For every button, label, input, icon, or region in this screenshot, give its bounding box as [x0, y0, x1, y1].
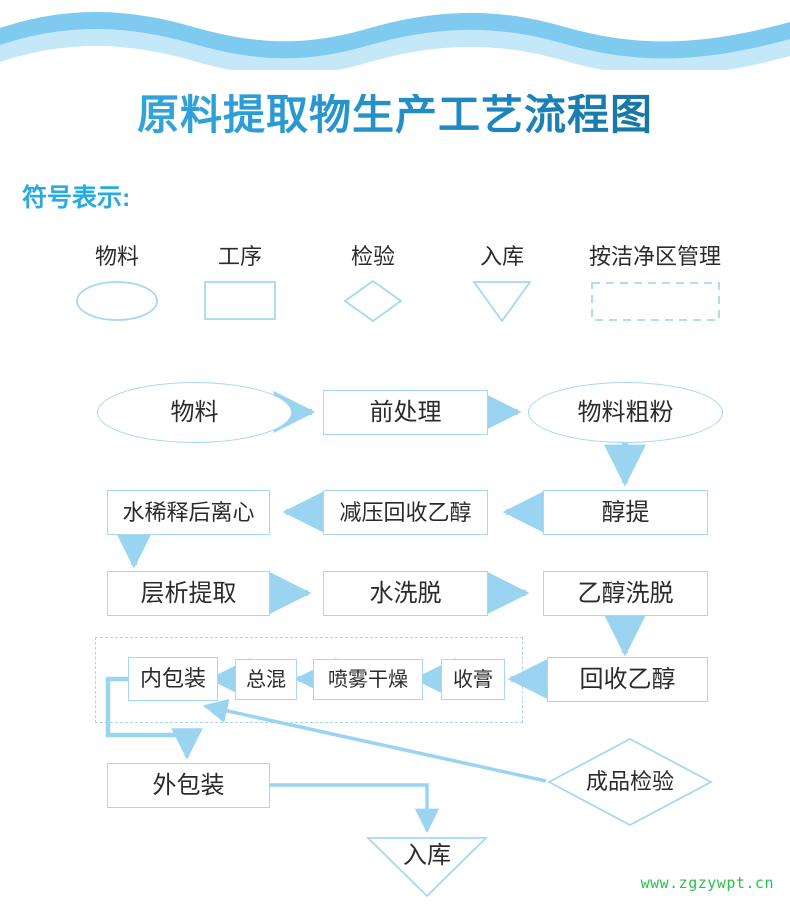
rectangle-icon: [185, 279, 295, 323]
node-neibaozhuang[interactable]: 内包装: [128, 657, 218, 701]
node-label: 水洗脱: [369, 579, 442, 607]
node-chunti[interactable]: 醇提: [543, 490, 708, 535]
node-waibaozhuang[interactable]: 外包装: [107, 763, 270, 808]
node-label: 减压回收乙醇: [339, 499, 472, 525]
triangle-shape: [366, 837, 488, 898]
legend-label-cleanzone: 按洁净区管理: [588, 244, 721, 269]
node-label: 层析提取: [140, 579, 237, 607]
watermark: www.zgzywpt.cn: [640, 874, 774, 892]
node-label: 成品检验: [585, 769, 674, 794]
wave-band-light: [0, 28, 790, 70]
node-label: 乙醇洗脱: [577, 579, 674, 607]
node-label: 物料粗粉: [577, 398, 674, 426]
node-label: 物料: [170, 398, 219, 426]
node-yichunxituo[interactable]: 乙醇洗脱: [543, 571, 708, 616]
legend-item-inspection: 检验: [318, 246, 428, 326]
node-ruku[interactable]: 入库: [366, 836, 488, 898]
node-jianya[interactable]: 减压回收乙醇: [323, 490, 488, 535]
node-chengpin[interactable]: 成品检验: [547, 737, 713, 827]
legend-label-process: 工序: [217, 244, 262, 269]
legend-item-material: 物料: [62, 246, 172, 326]
page-title: 原料提取物生产工艺流程图: [0, 94, 790, 136]
legend-item-cleanzone: 按洁净区管理: [570, 246, 740, 336]
arrow-waibaozhuang-to-ruku: [267, 783, 440, 834]
node-label: 入库: [403, 842, 451, 869]
node-label: 醇提: [601, 498, 650, 526]
node-penwu[interactable]: 喷雾干燥: [313, 659, 423, 700]
node-label: 收膏: [453, 668, 493, 691]
node-culiaofen[interactable]: 物料粗粉: [528, 382, 723, 443]
legend-heading: 符号表示:: [22, 184, 131, 212]
node-qianchuli[interactable]: 前处理: [323, 390, 488, 435]
legend-label-storage: 入库: [479, 244, 524, 269]
node-shuixishi[interactable]: 水稀释后离心: [107, 490, 270, 535]
node-zonghun[interactable]: 总混: [235, 659, 297, 700]
wave-header-decoration: [0, 0, 790, 70]
wave-band-dark: [0, 11, 790, 64]
node-label: 水稀释后离心: [122, 499, 255, 525]
diamond-shape: [547, 737, 713, 827]
legend-label-inspection: 检验: [350, 244, 395, 269]
legend-item-storage: 入库: [447, 246, 557, 326]
node-huishou[interactable]: 回收乙醇: [547, 657, 708, 702]
triangle-down-icon: [447, 279, 557, 323]
node-label: 内包装: [139, 666, 206, 691]
node-label: 喷雾干燥: [328, 668, 408, 691]
node-shuixituo[interactable]: 水洗脱: [323, 571, 488, 616]
dashed-rectangle-icon: [570, 279, 740, 323]
node-cengxi[interactable]: 层析提取: [107, 571, 270, 616]
node-label: 回收乙醇: [579, 665, 676, 693]
node-label: 外包装: [152, 771, 225, 799]
node-wuliao[interactable]: 物料: [97, 382, 292, 443]
node-label: 前处理: [369, 398, 442, 426]
legend-label-material: 物料: [94, 244, 139, 269]
legend-item-process: 工序: [185, 246, 295, 326]
ellipse-icon: [62, 279, 172, 323]
node-shougao[interactable]: 收膏: [441, 659, 505, 700]
diamond-icon: [318, 279, 428, 323]
node-label: 总混: [246, 668, 286, 691]
